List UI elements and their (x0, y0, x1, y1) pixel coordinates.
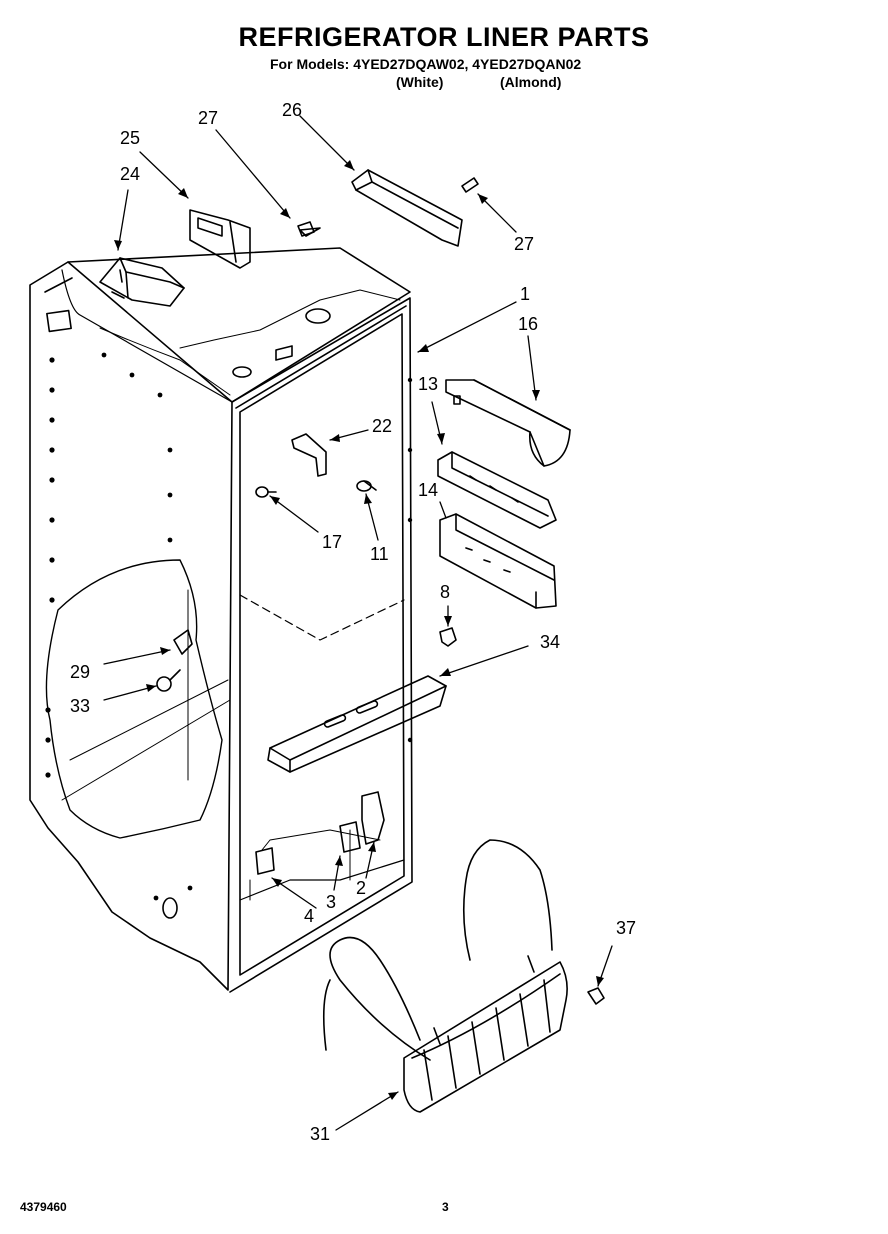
callout-29: 29 (70, 662, 91, 682)
models-line: For Models: 4YED27DQAW02, 4YED27DQAN02 (270, 56, 582, 72)
bracket-13 (437, 451, 557, 529)
callout-22: 22 (372, 416, 393, 436)
callout-17: 17 (322, 532, 343, 552)
callout-24: 24 (120, 164, 141, 184)
heater-31 (322, 839, 568, 1113)
callout-4: 4 (304, 906, 315, 926)
liner-body (29, 247, 413, 993)
callout-1: 1 (520, 284, 531, 304)
callout-34: 34 (540, 632, 561, 652)
control-housing (99, 209, 251, 307)
callout-3: 3 (326, 892, 337, 912)
trim-34 (267, 675, 447, 773)
top-rail (299, 169, 479, 247)
callout-2: 2 (356, 878, 367, 898)
callout-13: 13 (418, 374, 439, 394)
callout-25: 25 (120, 128, 141, 148)
variant-white: (White) (396, 74, 444, 90)
variant-almond: (Almond) (500, 74, 562, 90)
callout-8: 8 (440, 582, 451, 602)
callout-27-upper: 27 (198, 108, 219, 128)
callout-26: 26 (282, 100, 303, 120)
callout-27-right: 27 (514, 234, 535, 254)
cover-16 (445, 379, 571, 467)
document-number: 4379460 (20, 1200, 67, 1214)
callout-14: 14 (418, 480, 439, 500)
callout-11: 11 (370, 544, 389, 564)
page-number: 3 (442, 1200, 449, 1214)
housing-14 (439, 513, 557, 609)
small-parts (156, 221, 605, 1005)
callout-37: 37 (616, 918, 637, 938)
leader-arrowheads (114, 160, 604, 1100)
page-title: REFRIGERATOR LINER PARTS (238, 22, 650, 52)
leader-lines (103, 115, 613, 1131)
callout-31: 31 (310, 1124, 331, 1144)
callout-16: 16 (518, 314, 539, 334)
callout-33: 33 (70, 696, 91, 716)
